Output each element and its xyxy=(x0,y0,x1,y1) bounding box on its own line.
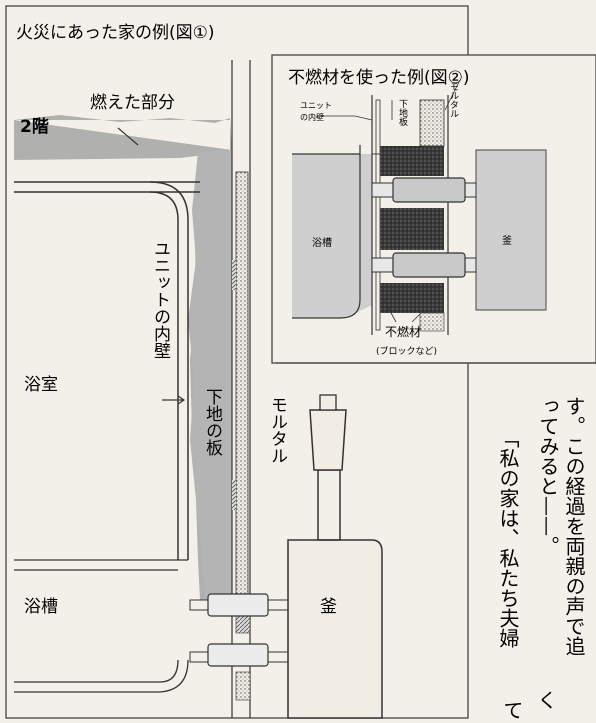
text-column-1: す。この経過を両親の声で追 xyxy=(562,396,586,656)
figure-2-title: 不燃材を使った例(図②) xyxy=(288,67,470,88)
fig2-pipe-lower xyxy=(371,252,477,278)
label-boiler: 釜 xyxy=(320,597,337,617)
fig2-label-unit-wall-2: の内壁 xyxy=(300,112,324,122)
label-under-board: 下地の板 xyxy=(202,388,223,456)
label-bathtub: 浴槽 xyxy=(24,597,58,617)
fig2-label-boiler: 釜 xyxy=(502,234,512,247)
pipe-upper xyxy=(189,593,291,617)
label-burned: 燃えた部分 xyxy=(90,93,175,113)
fig2-boiler-area xyxy=(475,149,547,311)
label-unit-wall: ユニットの内壁 xyxy=(150,240,171,359)
text-column-4b: く xyxy=(534,690,558,710)
unit-wall-outline xyxy=(14,181,200,193)
figure-1-title: 火災にあった家の例(図①) xyxy=(16,23,215,43)
label-2nd-floor: 2階 xyxy=(20,117,49,137)
fig2-label-under-board: 下地板 xyxy=(397,99,408,127)
figure-1: 火災にあった家の例(図①) 2階 燃えた部分 浴室 浴槽 釜 ユニットの内壁 下… xyxy=(5,5,469,719)
unit-wall-corner xyxy=(149,181,189,560)
tub-outline xyxy=(14,559,188,571)
nonflammable-block-mid xyxy=(380,208,444,250)
arrow-to-unit-wall xyxy=(162,395,186,405)
fig2-label-unit-wall-1: ユニット xyxy=(300,101,332,110)
nonflammable-block-bottom xyxy=(380,283,444,313)
text-column-2: ってみると——。 xyxy=(536,396,560,556)
pipe-lower xyxy=(189,643,291,667)
burned-wall-strip xyxy=(188,150,232,600)
label-bathroom: 浴室 xyxy=(24,375,58,395)
fig2-label-mortar: モルタル xyxy=(448,82,459,118)
fig2-tub-area xyxy=(292,154,372,318)
label-mortar: モルタル xyxy=(267,396,287,464)
fig2-label-nonflammable: 不燃材 xyxy=(385,324,421,339)
mortar-strip xyxy=(235,171,249,598)
fig2-pipe-upper xyxy=(371,177,477,203)
figure-2: 不燃材を使った例(図②) ユニット の内壁 下地板 モルタル 浴槽 釜 不燃材 … xyxy=(271,54,596,364)
fig2-label-bathtub: 浴槽 xyxy=(312,236,332,249)
boiler xyxy=(287,394,383,719)
text-column-3: 「私の家は、私たち夫婦 xyxy=(496,428,520,648)
fig2-label-block: (ブロックなど) xyxy=(376,345,437,357)
nonflammable-block-top xyxy=(380,146,444,176)
vertical-text: す。この経過を両親の声で追 ってみると——。 「私の家は、私たち夫婦 て く xyxy=(496,396,586,720)
arrow-to-burned xyxy=(117,127,139,146)
text-column-4a: て xyxy=(500,700,524,720)
